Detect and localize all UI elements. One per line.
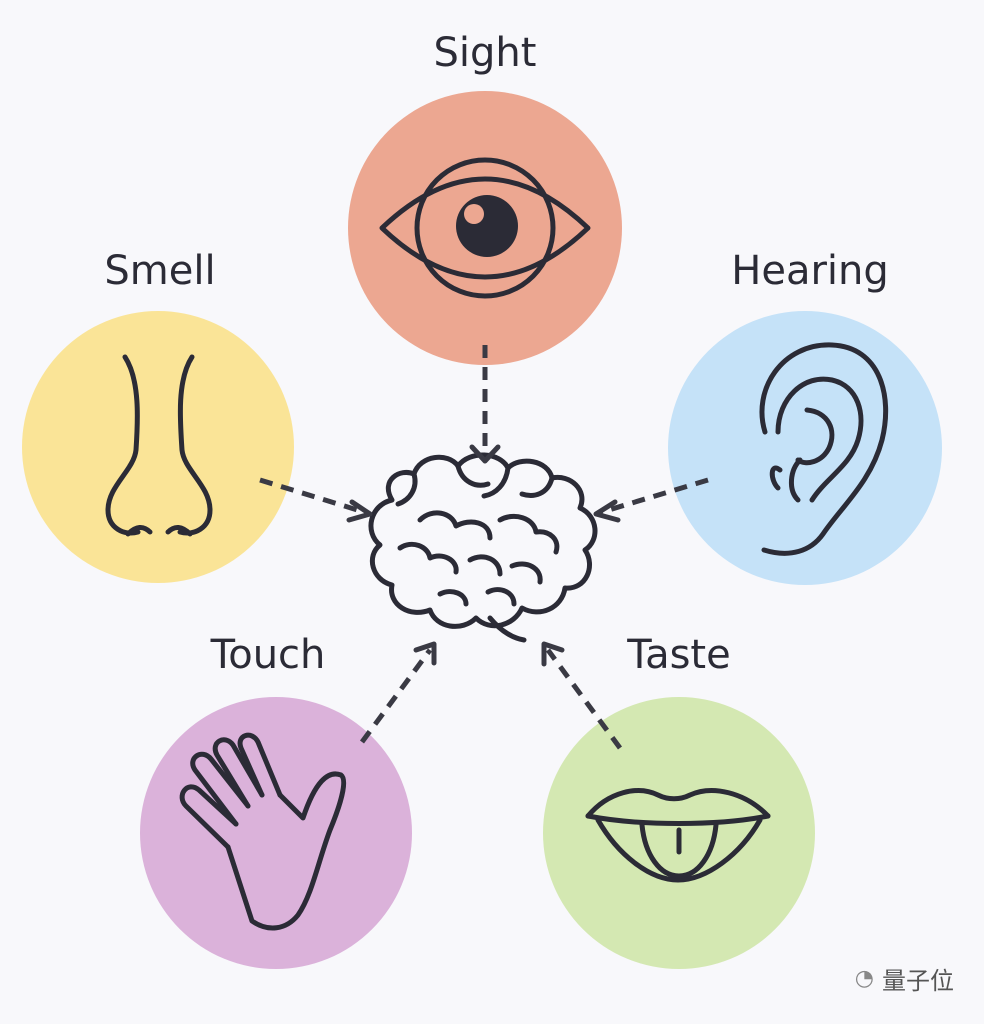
- smell-circle: [22, 311, 294, 583]
- mouth-tongue-icon: [585, 788, 771, 883]
- brain-icon: [368, 452, 598, 643]
- hearing-circle: [668, 311, 942, 585]
- ear-icon: [759, 342, 889, 556]
- hand-icon: [179, 732, 347, 931]
- eye-icon: [379, 157, 591, 299]
- watermark-text: 量子位: [882, 967, 954, 995]
- touch-circle: [140, 697, 412, 969]
- watermark: ◔ 量子位: [855, 961, 954, 996]
- arrow-taste-to-brain: [541, 641, 623, 750]
- sense-touch: Touch: [140, 632, 412, 969]
- arrow-hearing-to-brain: [593, 477, 709, 523]
- sense-smell: Smell: [22, 248, 294, 583]
- wechat-icon: ◔: [854, 966, 874, 991]
- hearing-label: Hearing: [731, 248, 889, 294]
- smell-label: Smell: [104, 248, 215, 294]
- touch-label: Touch: [210, 632, 326, 678]
- arrow-sight-to-brain: [469, 345, 501, 464]
- arrow-touch-to-brain: [359, 641, 437, 744]
- sense-sight: Sight: [348, 30, 622, 365]
- nose-icon: [105, 354, 213, 537]
- arrow-smell-to-brain: [259, 477, 373, 523]
- sight-label: Sight: [434, 30, 537, 76]
- sense-taste: Taste: [543, 632, 815, 969]
- taste-label: Taste: [626, 632, 730, 678]
- sense-hearing: Hearing: [668, 248, 942, 585]
